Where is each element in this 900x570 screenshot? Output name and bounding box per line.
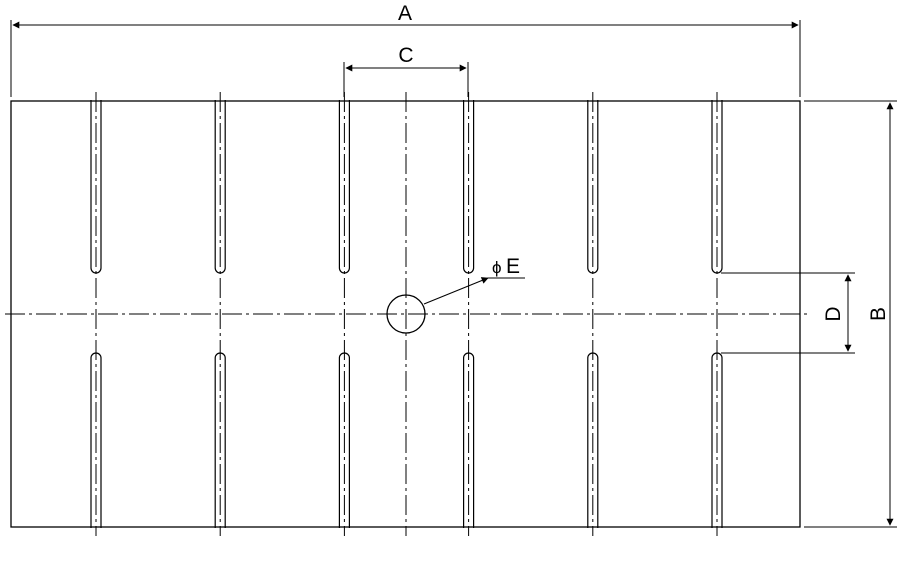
- dimension-c-label: C: [398, 44, 413, 67]
- slot-bottom: [463, 352, 475, 528]
- slot-top: [711, 100, 723, 274]
- slot-top: [587, 100, 599, 274]
- slot-bottom: [338, 352, 350, 528]
- slot-bottom: [90, 352, 102, 528]
- dimension-b: B: [804, 100, 897, 528]
- center-hole: [386, 294, 426, 334]
- dimension-c: C: [343, 44, 469, 97]
- slot-bottom: [214, 352, 226, 528]
- dimension-a-label: A: [398, 2, 412, 25]
- slot-top: [90, 100, 102, 274]
- diameter-symbol: ϕ: [492, 258, 502, 277]
- slot-bottom: [587, 352, 599, 528]
- diameter-e-leader: ϕ E: [423, 255, 525, 305]
- slot-top: [338, 100, 350, 274]
- dimension-d-label: D: [822, 306, 845, 321]
- slot-bottom: [711, 352, 723, 528]
- dimension-d: D: [721, 272, 855, 354]
- slot-top: [463, 100, 475, 274]
- slot-layer: [90, 92, 723, 536]
- slot-top: [214, 100, 226, 274]
- dimension-a: A: [10, 2, 801, 97]
- diameter-e-label: E: [506, 255, 520, 278]
- dimension-b-label: B: [867, 307, 890, 321]
